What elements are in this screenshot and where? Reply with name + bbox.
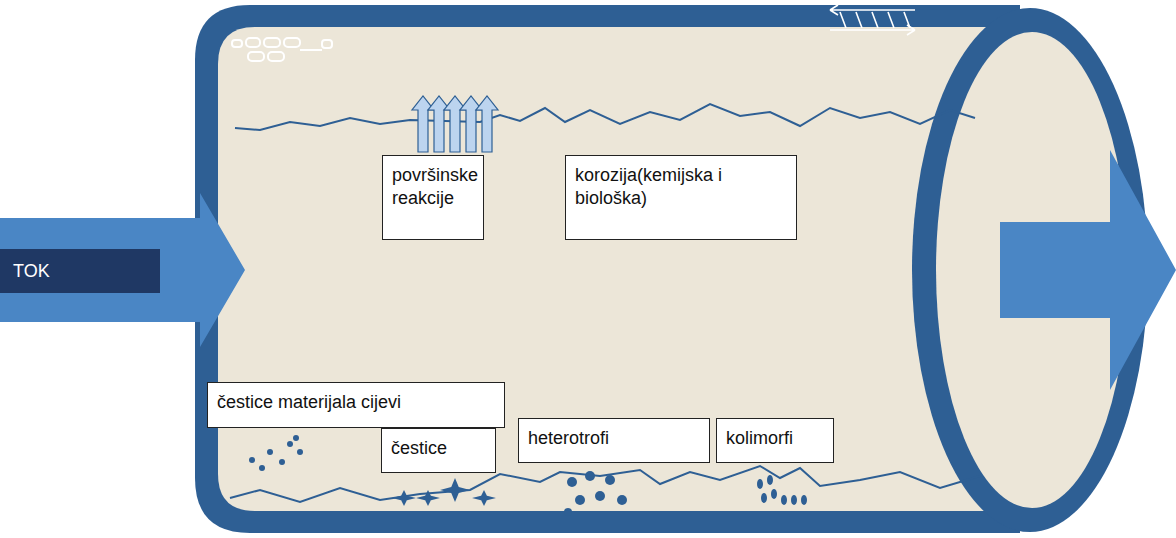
box-text: čestice — [391, 437, 486, 460]
biofilm-line — [235, 104, 975, 130]
deposits — [232, 38, 332, 61]
box-text: čestice materijala cijevi — [217, 391, 495, 414]
flow-in-arrow — [0, 193, 245, 347]
callout-box: čestice — [381, 428, 496, 473]
callout-box: korozija(kemijska i biološka) — [565, 155, 797, 240]
exchange-arrows — [830, 5, 915, 35]
box-text: kolimorfi — [726, 427, 824, 450]
callout-box: heterotrofi — [518, 418, 710, 463]
pipe-particles — [249, 435, 303, 471]
callout-box: čestice materijala cijevi — [207, 382, 505, 428]
box-text: TOK — [13, 260, 147, 283]
flow-out-arrow — [1000, 150, 1176, 390]
flow-label-box: TOK — [0, 249, 160, 293]
callout-box: kolimorfi — [716, 418, 834, 463]
callout-box: površinske reakcije — [382, 155, 484, 240]
reaction-arrows — [412, 96, 498, 152]
pipe-interior — [218, 27, 1010, 511]
heterotroph-cells — [564, 471, 627, 516]
pipe-wall — [195, 5, 1020, 533]
coliform-cells — [757, 475, 807, 505]
box-text: površinske reakcije — [392, 164, 474, 209]
biofilm-line — [230, 466, 980, 502]
particles — [392, 478, 496, 506]
box-text: korozija(kemijska i biološka) — [575, 164, 787, 209]
box-text: heterotrofi — [528, 427, 700, 450]
